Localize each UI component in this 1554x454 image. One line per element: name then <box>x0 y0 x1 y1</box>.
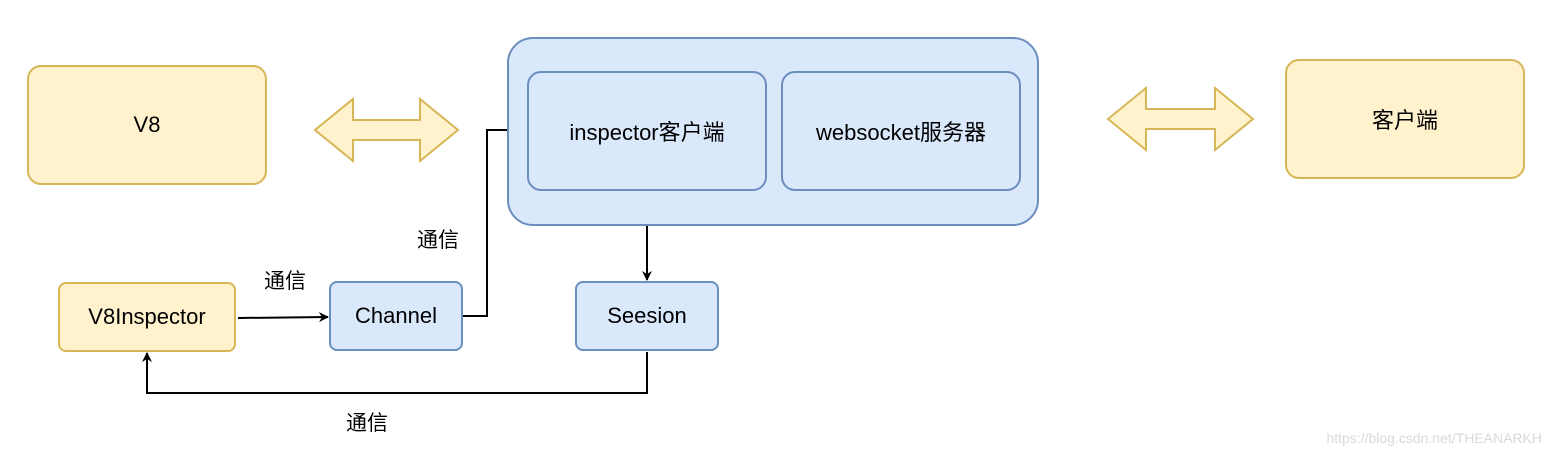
double-arrow-v8-inspector <box>313 96 460 164</box>
double-arrow-websocket-client <box>1106 85 1255 153</box>
channel-node: Channel <box>329 281 463 351</box>
inspector-client-node: inspector客户端 <box>527 71 767 191</box>
edge-label-v8inspector-channel: 通信 <box>264 270 306 293</box>
client-node-label: 客户端 <box>1371 108 1438 133</box>
v8-node: V8 <box>27 65 267 185</box>
inspector-client-node-label: inspector客户端 <box>569 120 725 145</box>
v8inspector-node-label: V8Inspector <box>88 304 206 329</box>
edge-label-session-v8inspector: 通信 <box>346 412 388 435</box>
websocket-server-node: websocket服务器 <box>781 71 1021 191</box>
watermark: https://blog.csdn.net/THEANARKH <box>1326 430 1542 446</box>
v8-node-label: V8 <box>133 112 161 137</box>
client-node: 客户端 <box>1285 59 1525 179</box>
edge-session-to-v8inspector <box>142 352 648 394</box>
edge-channel-to-inspector-client <box>463 125 527 317</box>
edge-v8inspector-to-channel <box>237 312 329 323</box>
edge-label-channel-inspector-client: 通信 <box>417 229 459 252</box>
websocket-server-node-label: websocket服务器 <box>816 120 986 145</box>
session-node-label: Seesion <box>607 303 687 328</box>
channel-node-label: Channel <box>355 303 437 328</box>
v8inspector-node: V8Inspector <box>58 282 236 352</box>
session-node: Seesion <box>575 281 719 351</box>
